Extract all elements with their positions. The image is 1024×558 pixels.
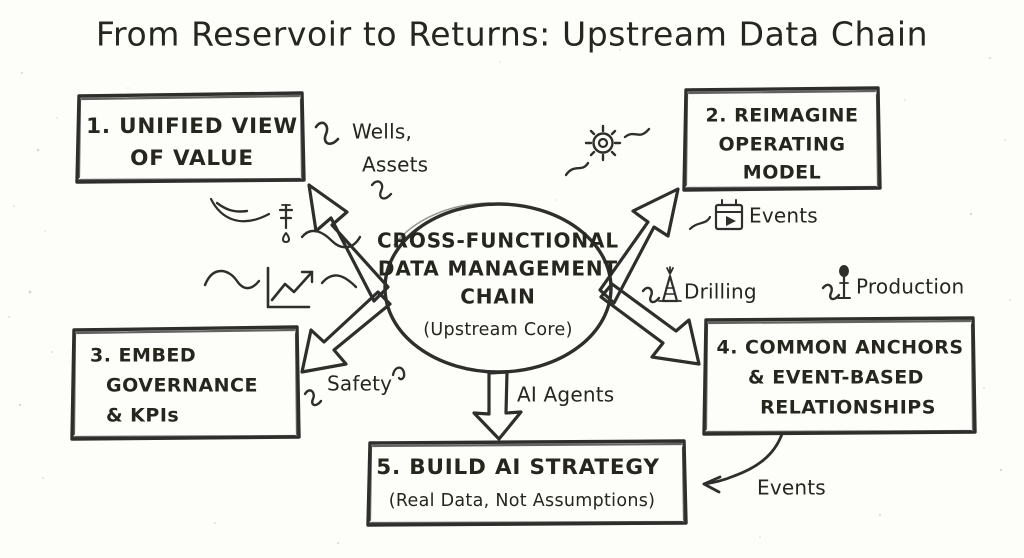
pumpjack-icon <box>837 265 851 300</box>
edge-label-drilling-text: Drilling <box>684 280 757 304</box>
edge-label-wells-assets-line-2: Assets <box>362 153 428 177</box>
arrow-hub-to-common-anchors <box>599 282 701 366</box>
edge-label-production: Production <box>821 265 964 301</box>
arrow-hub-to-ai-strategy <box>472 370 523 441</box>
box-reimagine-operating-model[interactable]: 2. REIMAGINE OPERATING MODEL <box>682 86 882 192</box>
edge-label-ai-agents: AI Agents <box>517 383 614 407</box>
box-build-ai-strategy[interactable]: 5. BUILD AI STRATEGY (Real Data, Not Ass… <box>366 439 688 527</box>
page-title: From Reservoir to Returns: Upstream Data… <box>96 15 928 54</box>
hub-subtitle: (Upstream Core) <box>423 320 572 340</box>
edge-label-production-text: Production <box>856 275 964 299</box>
gear-icon <box>564 124 651 177</box>
edge-label-wells-assets-line-1: Wells, <box>352 120 412 144</box>
growth-chart-icon <box>203 266 358 309</box>
box-4-line-2: & EVENT-BASED <box>748 367 924 389</box>
box-5-line-1: 5. BUILD AI STRATEGY <box>376 455 659 480</box>
arrow-hub-to-governance <box>300 290 392 374</box>
box-2-line-3: MODEL <box>743 162 821 184</box>
box-2-line-1: 2. REIMAGINE <box>706 105 859 127</box>
edge-label-ai-agents-text: AI Agents <box>517 383 614 407</box>
central-hub[interactable]: CROSS-FUNCTIONAL DATA MANAGEMENT CHAIN (… <box>377 202 619 374</box>
box-1-line-1: 1. UNIFIED VIEW <box>86 114 298 139</box>
edge-label-wells-assets: Wells, Assets <box>314 120 428 200</box>
hub-line-2: DATA MANAGEMENT <box>378 257 618 281</box>
box-4-line-3: RELATIONSHIPS <box>760 397 936 419</box>
box-5-line-2: (Real Data, Not Assumptions) <box>389 491 656 511</box>
box-common-anchors-event-based-relationships[interactable]: 4. COMMON ANCHORS & EVENT-BASED RELATION… <box>702 316 977 436</box>
edge-label-safety-text: Safety <box>327 372 392 396</box>
box-3-line-1: 3. EMBED <box>90 345 196 367</box>
box-2-line-2: OPERATING <box>719 134 846 156</box>
edge-label-events-top-text: Events <box>749 204 818 228</box>
oil-drop-icon <box>209 197 362 249</box>
arrow-hub-to-unified-view <box>307 183 390 303</box>
derrick-icon <box>658 266 682 303</box>
hub-line-1: CROSS-FUNCTIONAL <box>377 229 619 253</box>
hub-line-3: CHAIN <box>460 285 536 309</box>
edge-label-events-bottom: Events <box>702 432 826 500</box>
edge-label-events-top: Events <box>688 199 818 231</box>
calendar-play-icon <box>714 199 744 231</box>
edge-label-events-bottom-text: Events <box>757 476 826 500</box>
box-unified-view-of-value[interactable]: 1. UNIFIED VIEW OF VALUE <box>75 91 306 184</box>
box-3-line-3: & KPIs <box>106 405 179 427</box>
box-embed-governance-kpis[interactable]: 3. EMBED GOVERNANCE & KPIs <box>70 325 301 441</box>
box-4-line-1: 4. COMMON ANCHORS <box>716 337 963 359</box>
edge-label-safety: Safety <box>303 366 406 407</box>
edge-label-drilling: Drilling <box>641 266 757 304</box>
box-1-line-2: OF VALUE <box>130 146 254 171</box>
box-3-line-2: GOVERNANCE <box>106 375 258 397</box>
